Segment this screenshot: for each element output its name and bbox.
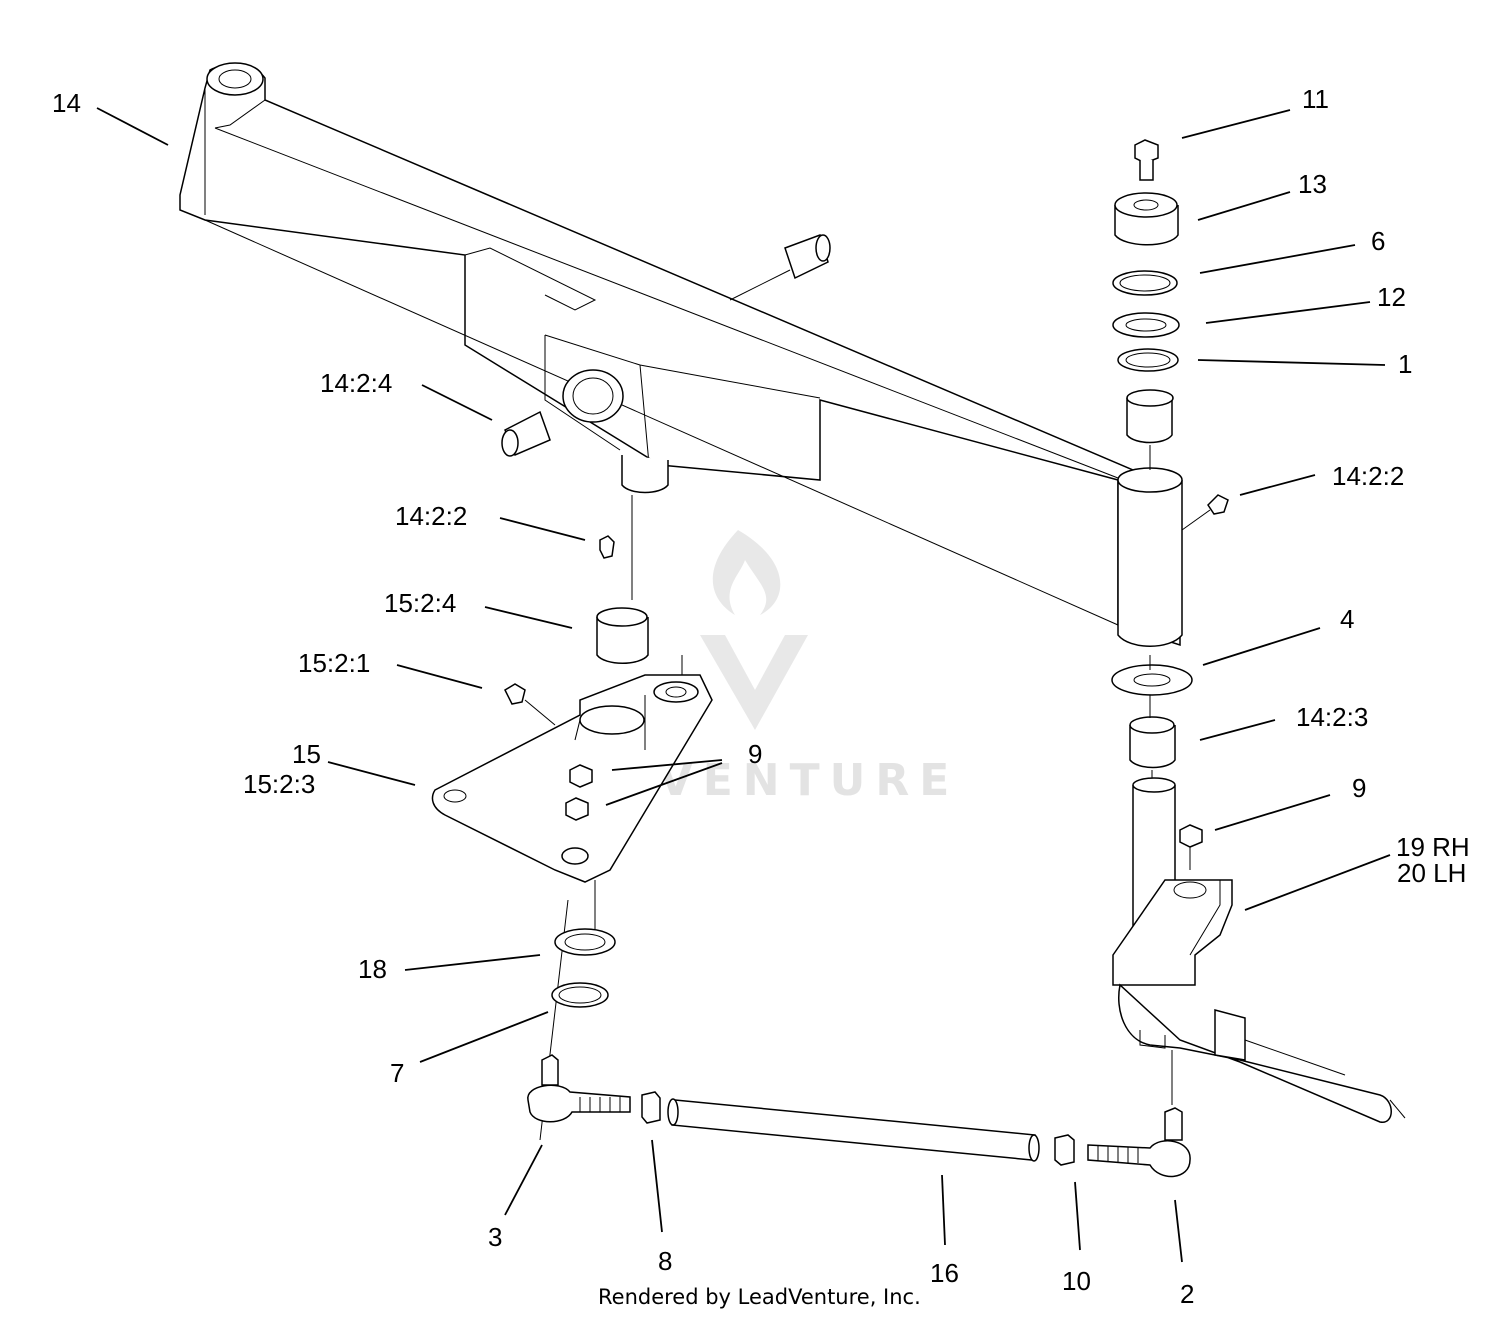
watermark-logo <box>700 530 808 730</box>
axle-bushing-upper <box>784 234 831 280</box>
callout-4: 4 <box>1340 604 1354 634</box>
footer-credit: Rendered by LeadVenture, Inc. <box>598 1285 921 1309</box>
washer-18 <box>554 928 616 956</box>
jam-nut-8 <box>641 1091 661 1124</box>
callout-13: 13 <box>1298 169 1327 199</box>
tie-rod-end-2 <box>1087 1107 1191 1178</box>
bushing-right-upper <box>1126 389 1174 444</box>
callout-3: 3 <box>488 1222 502 1252</box>
callout-9-right: 9 <box>1352 773 1366 803</box>
nut-9-left-b <box>565 797 589 821</box>
callout-15: 15 <box>292 739 321 769</box>
callout-16: 16 <box>930 1258 959 1288</box>
spindle-19-20 <box>1112 777 1406 1123</box>
callout-14-2-2-right: 14:2:2 <box>1332 461 1404 491</box>
callout-14-2-2-left: 14:2:2 <box>395 501 467 531</box>
callout-14: 14 <box>52 88 81 118</box>
grease-fitting-15-2-1 <box>504 683 556 726</box>
thrust-washer-4 <box>1111 664 1193 696</box>
cap-13 <box>1114 192 1179 246</box>
callout-15-2-1: 15:2:1 <box>298 648 370 678</box>
callout-12: 12 <box>1377 282 1406 312</box>
callout-19-rh: 19 RH <box>1396 832 1470 862</box>
callout-18: 18 <box>358 954 387 984</box>
callout-20-lh: 20 LH <box>1397 858 1466 888</box>
leader-lines <box>96 107 1391 1263</box>
callout-1: 1 <box>1398 349 1412 379</box>
callout-2: 2 <box>1180 1279 1194 1309</box>
axle-bushing-left <box>501 410 551 457</box>
bolt-11 <box>1134 139 1159 181</box>
tie-rod-tube-16 <box>667 1098 1040 1162</box>
washer-12 <box>1112 312 1180 338</box>
retaining-ring-7 <box>551 982 609 1008</box>
nut-9-left-a <box>569 764 593 788</box>
callout-6: 6 <box>1371 226 1385 256</box>
callout-9-left: 9 <box>748 739 762 769</box>
callout-10: 10 <box>1062 1266 1091 1296</box>
bushing-right-lower <box>1129 716 1176 769</box>
front-axle-beam <box>179 62 1181 647</box>
grease-fitting-left <box>599 535 615 559</box>
jam-nut-10 <box>1054 1134 1075 1166</box>
retaining-ring-6 <box>1112 270 1178 296</box>
callout-15-2-3: 15:2:3 <box>243 769 315 799</box>
washer-1 <box>1117 348 1179 372</box>
callout-7: 7 <box>390 1058 404 1088</box>
callout-15-2-4: 15:2:4 <box>384 588 456 618</box>
callout-8: 8 <box>658 1246 672 1276</box>
callout-14-2-4: 14:2:4 <box>320 368 392 398</box>
tie-rod-end-3 <box>527 1054 631 1123</box>
callout-14-2-3: 14:2:3 <box>1296 702 1368 732</box>
bushing-15-2-4 <box>596 607 649 664</box>
nut-9-right <box>1179 824 1203 870</box>
kingpin-tube-right <box>1117 467 1183 647</box>
callout-11: 11 <box>1302 84 1329 114</box>
grease-fitting-right <box>1181 494 1229 531</box>
